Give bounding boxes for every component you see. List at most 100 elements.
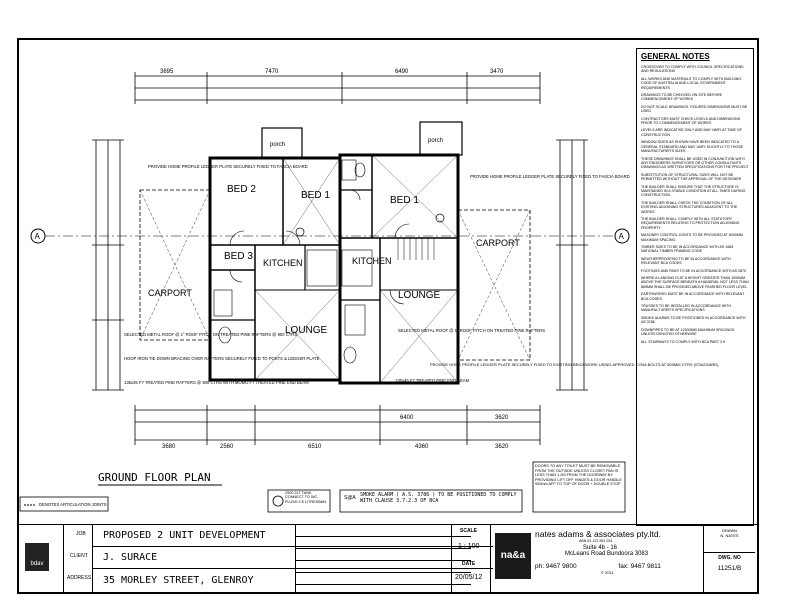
annotation-hoop-iron: HOOP IRON TIE DOWN BRACING OVER RAFTERS …	[124, 356, 320, 361]
top-dim-1: 3695	[160, 69, 174, 75]
annotation-ledger-left: PROVIDE HOME PROFILE LEDGER PLATE SECURE…	[148, 164, 308, 169]
smoke-alarm-2	[435, 213, 445, 223]
dwg-value: 11251/B	[717, 565, 742, 572]
legend-tank: 2500 2LT TANK CONNECT TO WC FLUSH 2.5 LI…	[285, 491, 327, 504]
legend-door: DOORS TO ANY TOILET MUST BE REMOVABLE FR…	[535, 464, 622, 487]
general-notes-panel: GENERAL NOTES Crossover to comply with c…	[636, 48, 754, 526]
top-dim-4: 3470	[490, 69, 504, 75]
smoke-alarm-1	[295, 227, 305, 237]
bottom-dim-1: 3680	[162, 444, 176, 450]
bottom-dimension-lines	[134, 405, 541, 445]
general-note-item: All stairways to comply with BCA part 3.…	[641, 339, 725, 344]
scale-value: 1 : 100	[458, 543, 480, 550]
bottom-dim-3620a: 3620	[495, 415, 509, 421]
general-note-item: Contractors must check levels and dimens…	[641, 116, 741, 126]
grid-marker-right-label: A	[619, 232, 625, 241]
firm-name: nates adams & associates pty.ltd.	[535, 529, 661, 539]
legend-articulation: DENOTES ARTICULATION JOINTS	[39, 502, 107, 507]
room-lounge-left: LOUNGE	[285, 325, 328, 336]
legend-tank-box	[267, 489, 331, 513]
bdav-logo-text: bdav	[30, 561, 44, 567]
job-label: JOB	[76, 531, 86, 537]
general-notes-list: Crossover to comply with council specifi…	[641, 65, 749, 344]
porch-right	[419, 121, 463, 156]
bdav-logo: bdav	[25, 543, 49, 571]
general-note-item: All works and materials to comply with b…	[641, 76, 742, 90]
firm-info: nates adams & associates pty.ltd. ABN 61…	[535, 529, 685, 593]
room-carport-left: CARPORT	[148, 288, 192, 298]
drawing-sheet-border	[17, 38, 759, 594]
bottom-dim-5: 3620	[495, 444, 509, 450]
general-note-item: Where a landing is at a height greater t…	[641, 276, 749, 289]
bottom-dim-3: 6510	[308, 444, 322, 450]
room-bed1-left: BED 1	[301, 190, 330, 201]
client-row: J. SURACE	[93, 547, 493, 569]
general-note-item: Levels are indicative only and may vary …	[641, 128, 742, 137]
dwg-column: DRAWN N. NATES DWG. NO 11251/B	[703, 525, 755, 593]
top-dim-3: 6490	[395, 69, 409, 75]
legend-smoke: SMOKE ALARM ( A.S. 3786 ) TO BE POSITION…	[360, 492, 517, 504]
general-note-item: Crossover to comply with council specifi…	[641, 65, 744, 74]
dwg-label: DWG. NO	[704, 552, 755, 561]
address-value: 35 MORLEY STREET, GLENROY	[103, 575, 254, 586]
date-value: 20/05/12	[455, 574, 483, 581]
client-value: J. SURACE	[103, 552, 158, 563]
job-value: PROPOSED 2 UNIT DEVELOPMENT	[103, 530, 266, 541]
unit-2-walls	[338, 153, 460, 385]
annotation-ledger-brick: PROVIDE HOME PROFILE LEDGER PLATE SECURE…	[430, 362, 719, 367]
address-row: 35 MORLEY STREET, GLENROY	[93, 569, 493, 593]
general-note-item: Smoke alarms to be positioned in accorda…	[641, 315, 746, 325]
bottom-dim-6400: 6400	[400, 415, 414, 421]
drawn-label: DRAWN	[722, 528, 737, 533]
room-lounge-right: LOUNGE	[398, 290, 441, 301]
room-bed3: BED 3	[224, 251, 253, 262]
date-label: DATE	[462, 561, 476, 567]
label-column: JOB CLIENT ADDRESS	[63, 525, 93, 593]
general-note-item: Substitution of structural sizes will no…	[641, 172, 742, 182]
revision-grid	[295, 525, 471, 593]
firm-fax: fax: 9467 9811	[618, 563, 661, 570]
firm-suite: Suite 4b - 16	[583, 545, 618, 551]
grid-marker-left	[30, 228, 46, 244]
firm-copyright: © 2011	[601, 570, 614, 575]
firm-road: McLeans Road Bundoora 3083	[565, 551, 649, 557]
grid-marker-left-label: A	[35, 232, 41, 241]
general-note-item: These drawings shall be used in conjunct…	[641, 156, 749, 170]
room-bed1-right: BED 1	[390, 195, 419, 206]
general-note-item: Trusses to be installed in accordance wi…	[641, 304, 732, 313]
top-dimension-lines	[134, 72, 541, 104]
porch-left	[261, 127, 303, 159]
top-dim-2: 7470	[265, 69, 279, 75]
annotation-ledger-right: PROVIDE HOME PROFILE LEDGER PLATE SECURE…	[470, 174, 630, 179]
annotation-end-beam: 135x45 F7 TREATED PINE END BEAM	[395, 378, 470, 383]
bottom-dim-2: 2560	[220, 444, 234, 450]
ceiling-diagonals	[254, 154, 459, 384]
bottom-dim-4: 4360	[415, 444, 429, 450]
scale-date-column: SCALE 1 : 100 DATE 20/05/12	[451, 525, 491, 593]
job-row: PROPOSED 2 UNIT DEVELOPMENT	[93, 525, 493, 547]
hatched-area	[397, 238, 435, 260]
room-kitchen-left: KITCHEN	[263, 258, 303, 268]
annotation-roof-right: SELECTED METAL ROOF @ 1° ROOF PITCH ON T…	[398, 328, 545, 333]
legend-smoke-symbol: S@A	[344, 495, 356, 501]
room-kitchen-right: KITCHEN	[352, 256, 392, 266]
title-block: bdav JOB CLIENT ADDRESS PROPOSED 2 UNIT …	[19, 524, 757, 593]
general-note-item: Weatherproofing to be in accordance with…	[641, 256, 731, 266]
general-note-item: Earthworks must be in accordance with re…	[641, 292, 745, 301]
general-note-item: The builder shall ensure that the struct…	[641, 184, 746, 198]
room-carport-right: CARPORT	[476, 238, 520, 248]
general-note-item: Do not scale drawings. Figured dimension…	[641, 104, 748, 114]
scale-label: SCALE	[460, 528, 477, 534]
legend-smoke-box	[339, 489, 523, 513]
drawn-value: N. NATES	[720, 533, 739, 538]
left-dimension-lines	[92, 139, 124, 391]
room-porch-left: porch	[270, 142, 285, 148]
address-label: ADDRESS	[67, 575, 92, 581]
firm-phone: ph: 9467 9800	[535, 563, 577, 570]
right-dimension-lines	[556, 139, 588, 391]
general-note-item: The builder shall comply with all statut…	[641, 216, 740, 230]
firm-logo: na&a	[495, 533, 531, 579]
client-label: CLIENT	[70, 553, 88, 559]
general-note-item: Masonry control joints to be provided at…	[641, 233, 743, 242]
